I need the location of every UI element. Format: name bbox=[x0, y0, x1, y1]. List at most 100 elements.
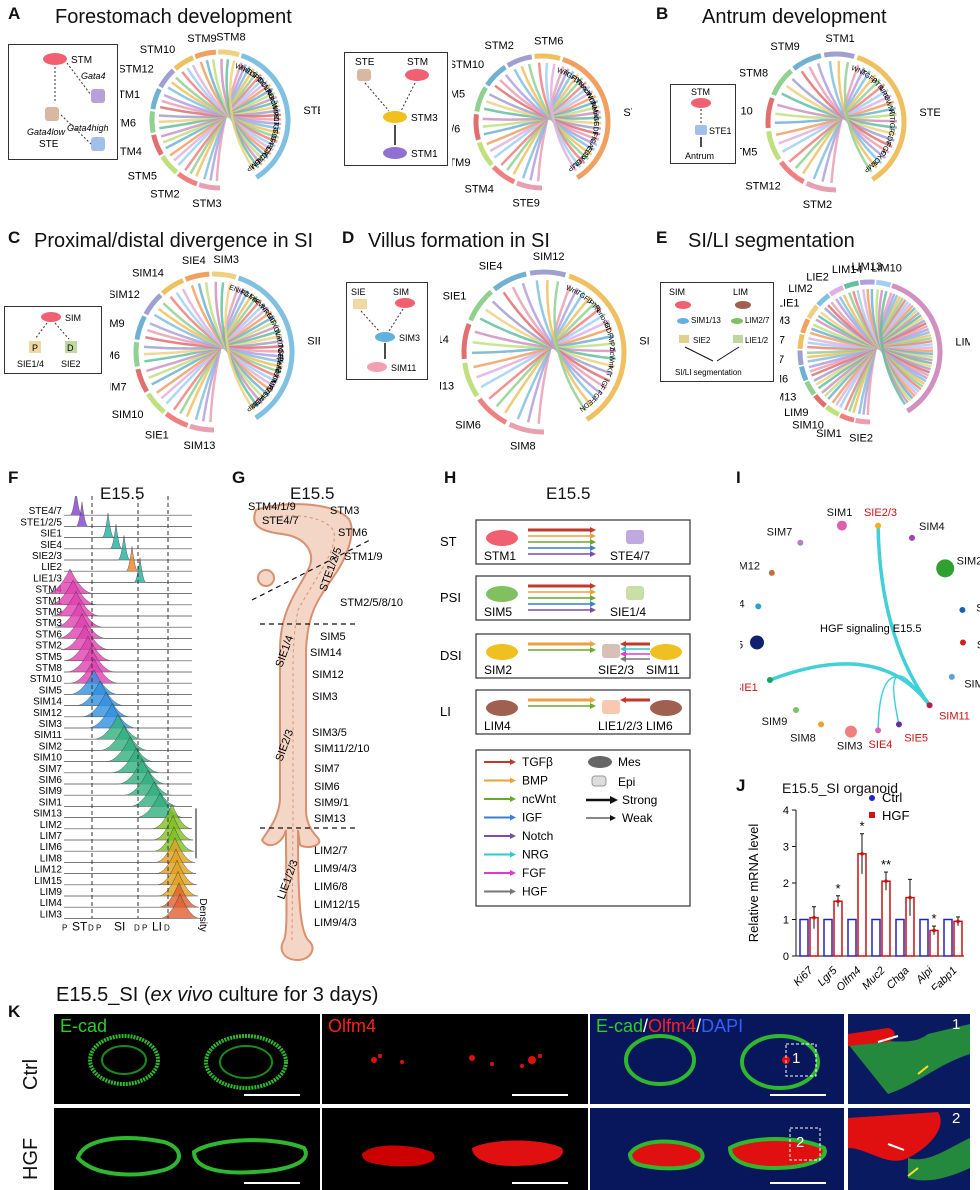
ridge-density-curve bbox=[64, 870, 199, 897]
h-region-label: PSI bbox=[440, 590, 461, 605]
ridge-row-label: STM9 bbox=[35, 607, 62, 618]
c-node-label: SIM12 bbox=[110, 289, 140, 301]
e-arc-sim13 bbox=[804, 380, 817, 396]
x-tick-label: Olfm4 bbox=[834, 965, 863, 990]
ridge-row-label: SIM2 bbox=[39, 741, 63, 752]
a1-node-label: STM6 bbox=[120, 118, 136, 130]
ridge-row-label: SIE1 bbox=[40, 529, 62, 540]
a1-ligand-label: GDF bbox=[268, 127, 279, 143]
ridge-density-curve bbox=[64, 501, 192, 527]
b-node-label: STE1 bbox=[919, 107, 940, 119]
schematic-b-drawing: STM STE1 Antrum bbox=[685, 87, 732, 161]
e-sim113-label: SIM1/13 bbox=[691, 316, 721, 325]
a2-arc-stm6 bbox=[534, 53, 561, 61]
a2-arc-ste36 bbox=[473, 114, 481, 141]
network-node-label: SIE4 bbox=[869, 739, 893, 751]
network-node bbox=[792, 706, 799, 713]
b-ligand-label: KIT bbox=[887, 109, 895, 121]
gut-region-label: SIM7 bbox=[314, 763, 340, 775]
gut-region-label: LIM2/7 bbox=[314, 845, 348, 857]
c-arc-sim13 bbox=[189, 423, 215, 433]
d-arc-sim14 bbox=[461, 323, 472, 360]
b-node-label: STM1 bbox=[825, 33, 854, 45]
a2-ligand-label: IGF bbox=[592, 114, 599, 126]
ridge-row-label: SIM7 bbox=[39, 764, 63, 775]
bar-ctrl bbox=[919, 918, 929, 957]
panel-k-title-end: culture for 3 days) bbox=[212, 984, 379, 1006]
panel-letter-b: B bbox=[656, 4, 669, 23]
e-arc-sie2 bbox=[855, 418, 871, 425]
d-ribbon bbox=[473, 327, 613, 369]
a2-stm-label: STM bbox=[407, 57, 428, 68]
b-ribbon bbox=[776, 103, 898, 123]
panel-k-title: E15.5_SI (ex vivo culture for 3 days) bbox=[56, 984, 378, 1007]
ridge-axis-label: D bbox=[164, 923, 170, 932]
d-arc-sie4 bbox=[492, 271, 527, 292]
panel-letter-f: F bbox=[8, 468, 19, 487]
e-arc-lim1 bbox=[891, 283, 943, 414]
b-arc-stm5 bbox=[766, 130, 782, 161]
ridge-density-curve bbox=[54, 601, 192, 628]
c-node-label: SIE2 bbox=[307, 336, 320, 348]
b-ligand-label: GDF bbox=[884, 130, 895, 146]
e-sie2-label: SIE2 bbox=[693, 336, 711, 345]
ridge-density-curve bbox=[64, 803, 193, 830]
network-node-label: SIM13 bbox=[977, 639, 980, 651]
y-tick-label: 1 bbox=[783, 915, 789, 927]
gut-region-label: STE4/7 bbox=[262, 515, 299, 527]
e-arc-lim14 bbox=[843, 280, 860, 290]
x-tick-label: Muc2 bbox=[860, 965, 888, 990]
ridge-density-curve bbox=[64, 769, 192, 796]
c-arc-sim9 bbox=[134, 315, 147, 341]
legend-weak: Weak bbox=[622, 811, 653, 825]
bar-hgf bbox=[953, 920, 963, 957]
ridge-density-curve bbox=[64, 725, 192, 751]
a2-ligand-label: FN bbox=[589, 131, 598, 142]
panel-title-d: Villus formation in SI bbox=[368, 230, 550, 252]
panel-letter-k: K bbox=[8, 1002, 21, 1021]
y-tick-label: 3 bbox=[783, 842, 789, 854]
a1-arc-stm1 bbox=[150, 87, 162, 110]
e-node-label: SIM13 bbox=[780, 391, 796, 403]
ridge-row-label: SIM12 bbox=[33, 708, 62, 719]
gut-region-label: SIM3/5 bbox=[312, 727, 347, 739]
a1-ribbon bbox=[228, 60, 256, 172]
ridge-row-label: LIM3 bbox=[40, 909, 63, 920]
d-node-label: SIE1 bbox=[443, 290, 467, 302]
panel-k-title-start: E15.5_SI ( bbox=[56, 984, 151, 1006]
c-p-label: P bbox=[32, 343, 38, 353]
a2-arc-stm10 bbox=[485, 65, 507, 87]
ridge-axis-label: P bbox=[142, 923, 147, 932]
b-arc-stm9 bbox=[792, 53, 822, 71]
network-node-label: SIM5 bbox=[740, 639, 743, 651]
row-label-hgf: HGF bbox=[20, 1137, 42, 1180]
micrograph-ctrl-merge: E-cad/Olfm4/DAPI 1 bbox=[590, 1014, 844, 1104]
panel-f-title: E15.5 bbox=[100, 484, 145, 503]
ridge-axis-label: D bbox=[88, 923, 94, 932]
network-node bbox=[948, 673, 955, 680]
schematic-a2: STE STM STM3 STM1 bbox=[344, 52, 448, 166]
e-arc-lie1 bbox=[806, 304, 820, 320]
c-node-label: SIM10 bbox=[112, 409, 144, 421]
d-ligand-label: MPZ bbox=[607, 336, 616, 352]
gut-region-label: SIM5 bbox=[320, 631, 346, 643]
b-node-label: STM9 bbox=[770, 41, 799, 53]
d-ligand-label: ncWnt bbox=[607, 347, 616, 367]
circle-network-i: SIM1SIE2/3SIM4SIM7SIM2SIM12SIM14SIM10SIM… bbox=[740, 507, 980, 753]
ridge-axis-label: LI bbox=[152, 919, 162, 933]
gut-region-label: LIM6/8 bbox=[314, 881, 348, 893]
ridge-row-label: LIM7 bbox=[40, 831, 63, 842]
network-node-label: SIE1 bbox=[740, 682, 758, 694]
b-node-label: STM8 bbox=[740, 68, 768, 80]
a1-arc-stm10 bbox=[173, 55, 195, 71]
network-node bbox=[755, 603, 762, 610]
network-edge bbox=[769, 662, 931, 707]
ridgeline-plot-f: STE4/7STE1/2/5SIE1SIE4SIE2/3LIE2LIE1/3ST… bbox=[20, 496, 208, 933]
legend-label: HGF bbox=[522, 885, 547, 899]
chord-diagram-d: SIM8SIM6SIM13SIM14SIE1SIE4SIM12SIM3WntTG… bbox=[440, 251, 650, 453]
e-node-label: SIM6 bbox=[780, 373, 788, 385]
a1-arc-stm2 bbox=[176, 171, 198, 187]
data-point bbox=[812, 915, 816, 920]
network-node-label: SIM12 bbox=[740, 560, 760, 572]
schematic-a2-drawing: STE STM STM3 STM1 bbox=[355, 57, 438, 160]
